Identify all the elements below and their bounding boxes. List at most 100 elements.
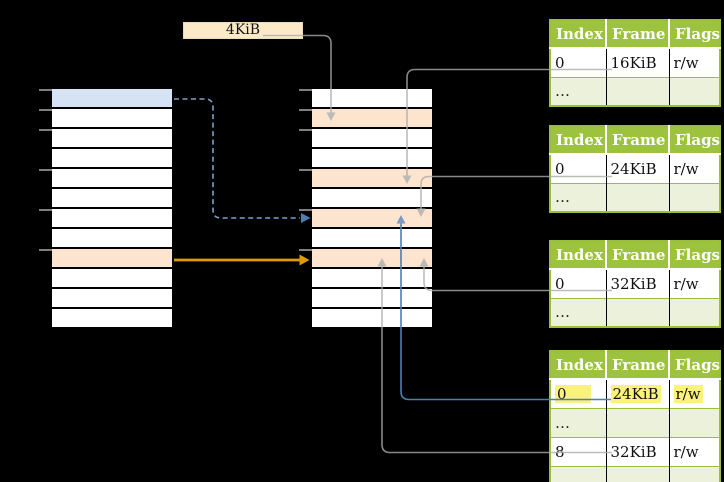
physical-frame-16KiB [312,169,432,189]
page-table-4: Index Frame Flags 0 24KiB r/w … 8 32KiB … [549,350,721,482]
virtual-page-row [52,229,172,249]
virtual-page-row [52,209,172,229]
col-header-frame: Frame [606,241,670,270]
cell-frame: 32KiB [606,436,670,466]
page-table-2: Index Frame Flags 0 24KiB r/w … [549,125,721,213]
tick-mark [39,209,52,211]
virtual-page-row [52,189,172,209]
physical-memory-column [312,89,432,329]
cell-index: … [550,76,607,106]
table-row: 0 16KiB r/w [550,47,720,77]
table-header-row: Index Frame Flags [550,351,720,380]
physical-frame-row [312,269,432,289]
tick-mark [299,169,312,171]
cell-frame [606,465,670,482]
physical-frame-row [312,189,432,209]
cell-index: … [550,407,607,437]
col-header-index: Index [550,351,607,380]
physical-frame-row [312,149,432,169]
page-table-1: Index Frame Flags 0 16KiB r/w … [549,19,721,107]
col-header-index: Index [550,20,607,49]
cell-index: 0 [550,378,607,408]
cell-flags [669,465,720,482]
table-row: 8 32KiB r/w [550,436,720,466]
tick-mark [39,129,52,131]
cell-frame [606,76,670,106]
frame-size-label: 4KiB [183,22,303,39]
table-row-ellipsis: … [550,182,720,212]
tick-mark [299,89,312,91]
col-header-flags: Flags [669,20,720,49]
cell-frame: 24KiB [606,378,670,408]
tick-mark [299,129,312,131]
cell-flags [669,297,720,327]
table-row-ellipsis: … [550,76,720,106]
cell-flags: r/w [669,268,720,298]
cell-frame: 16KiB [606,47,670,77]
tick-mark [39,109,52,111]
physical-frame-4KiB [312,109,432,129]
cell-flags [669,76,720,106]
tick-mark [299,249,312,251]
frame-size-label-text: 4KiB [225,22,261,38]
arrow-virtual-page0-to-frame-24kib [174,98,300,219]
table-row: 0 32KiB r/w [550,268,720,298]
cell-index: 0 [550,47,607,77]
virtual-page-row [52,309,172,329]
table-header-row: Index Frame Flags [550,126,720,155]
cell-flags: r/w [669,378,720,408]
page-table-3: Index Frame Flags 0 32KiB r/w … [549,240,721,328]
table-row-ellipsis: … [550,407,720,437]
arrowhead-right-icon [301,213,311,223]
tick-mark [39,89,52,91]
tick-mark [39,169,52,171]
cell-index: … [550,182,607,212]
physical-frame-row [312,309,432,329]
tick-mark [299,109,312,111]
table-header-row: Index Frame Flags [550,241,720,270]
arrowhead-right-icon [299,254,310,266]
table-row-ellipsis: … [550,297,720,327]
cell-index: 8 [550,436,607,466]
highlighted-value: 0 [555,384,591,403]
cell-index: 0 [550,268,607,298]
cell-flags: r/w [669,436,720,466]
cell-index: … [550,465,607,482]
physical-frame-24KiB [312,209,432,229]
physical-frame-row [312,89,432,109]
col-header-frame: Frame [606,126,670,155]
virtual-memory-column [52,89,172,329]
cell-frame [606,182,670,212]
tick-mark [299,209,312,211]
virtual-page-row [52,169,172,189]
col-header-index: Index [550,241,607,270]
physical-frame-row [312,229,432,249]
highlighted-value: r/w [673,384,703,403]
cell-frame: 24KiB [606,153,670,183]
virtual-page-row [52,269,172,289]
virtual-page-row-mapped [52,89,172,109]
col-header-flags: Flags [669,241,720,270]
table-row-highlighted: 0 24KiB r/w [550,378,720,408]
virtual-page-row [52,109,172,129]
col-header-flags: Flags [669,126,720,155]
cell-flags [669,182,720,212]
cell-flags [669,407,720,437]
cell-frame: 32KiB [606,268,670,298]
cell-index: … [550,297,607,327]
col-header-flags: Flags [669,351,720,380]
table-row: 0 24KiB r/w [550,153,720,183]
cell-index: 0 [550,153,607,183]
cell-frame [606,407,670,437]
table-header-row: Index Frame Flags [550,20,720,49]
cell-flags: r/w [669,47,720,77]
cell-frame [606,297,670,327]
virtual-page-row [52,149,172,169]
physical-frame-32KiB [312,249,432,269]
table-row-ellipsis: … [550,465,720,482]
highlighted-value: 24KiB [610,384,661,403]
tick-mark [39,249,52,251]
virtual-page-row-mapped-orange [52,249,172,269]
virtual-page-row [52,129,172,149]
